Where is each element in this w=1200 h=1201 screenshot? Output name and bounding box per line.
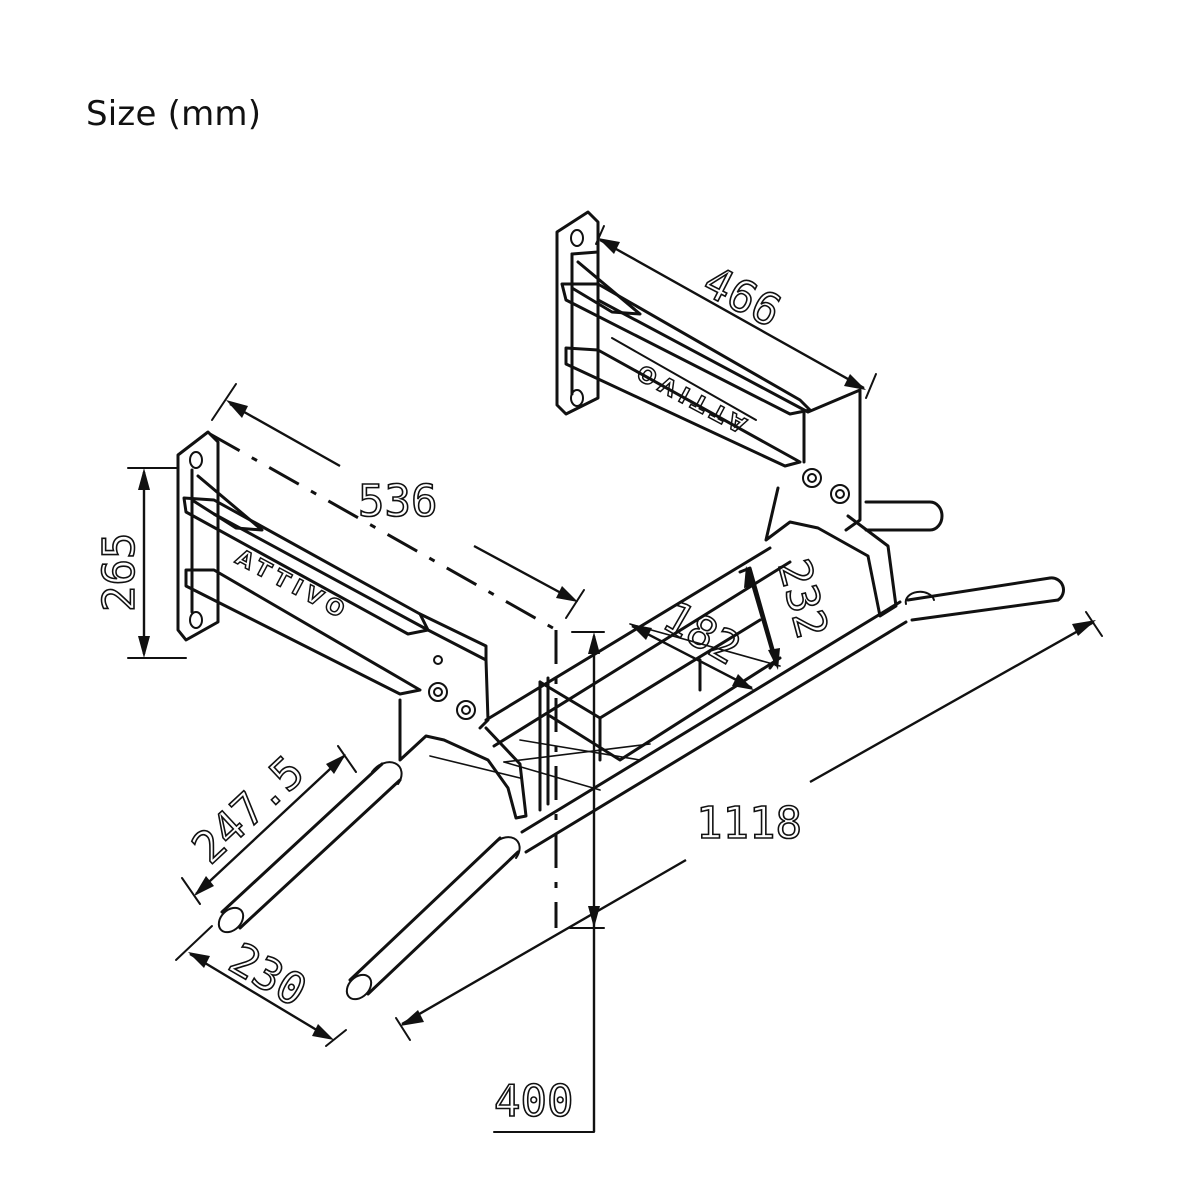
dim-label-536: 536 [358,476,437,527]
dim-label-400: 400 [494,1076,573,1127]
dim-label-1118: 1118 [696,798,802,849]
rear-wall-bracket: ATTIVO [555,210,944,532]
dim-label-230: 230 [221,933,315,1017]
dip-frame [398,486,908,854]
dimension-1118: 1118 [395,611,1103,1041]
dim-label-247-5: 247.5 [183,746,315,874]
dim-label-232: 232 [767,554,837,644]
dim-label-265: 265 [94,533,145,612]
front-wall-bracket [176,430,490,730]
dimension-247-5: 247.5 [181,745,357,905]
dimension-536: 536 [209,383,585,634]
dim-label-182: 182 [655,591,749,675]
dimension-230: 230 [175,925,347,1047]
dimension-400: 400 [493,630,605,1133]
dimension-232: 232 [744,553,838,670]
dimension-182: 182 [630,591,754,690]
brand-logo-rear-text: ATTIVO [628,356,750,437]
dip-handles [217,576,1065,1001]
page-title: Size (mm) [86,94,262,134]
brand-logo-rear-mirrored: ATTIVO [628,355,752,437]
dim-label-466: 466 [695,256,789,338]
dimension-265: 265 [93,467,187,659]
